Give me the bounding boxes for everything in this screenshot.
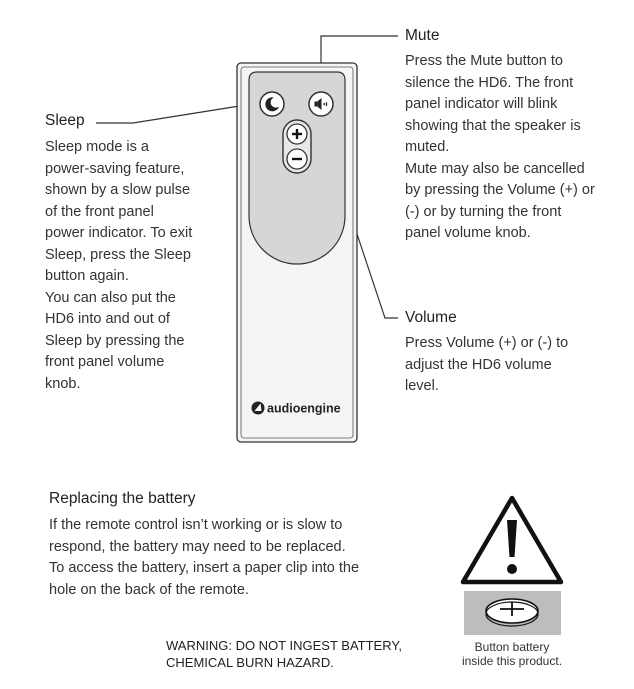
volume-description: Press Volume (+) or (-) to adjust the HD… xyxy=(405,335,569,394)
volume-heading: Volume xyxy=(405,309,457,326)
moon-icon xyxy=(265,97,279,112)
battery-caption: Button battery inside this product. xyxy=(461,640,563,668)
button-battery-icon xyxy=(464,591,561,635)
battery-warning-text: WARNING: DO NOT INGEST BATTERY, CHEMICAL… xyxy=(166,638,402,670)
volume-up-button[interactable] xyxy=(286,123,308,145)
remote-control xyxy=(236,62,358,443)
plus-icon xyxy=(292,129,302,139)
mute-description: Press the Mute button to silence the HD6… xyxy=(405,53,595,241)
battery-heading: Replacing the battery xyxy=(49,490,196,507)
mute-button[interactable] xyxy=(308,91,334,117)
battery-description: If the remote control isn’t working or i… xyxy=(49,517,360,598)
warning-triangle-icon xyxy=(460,495,564,585)
sleep-button[interactable] xyxy=(259,91,285,117)
volume-down-button[interactable] xyxy=(286,148,308,170)
sleep-heading: Sleep xyxy=(45,112,85,129)
sleep-description: Sleep mode is a power-saving feature, sh… xyxy=(45,139,193,392)
mute-heading: Mute xyxy=(405,27,440,44)
audioengine-logo: audioengine xyxy=(251,401,341,416)
audioengine-logo-text: audioengine xyxy=(267,402,341,416)
speaker-mute-icon xyxy=(314,98,328,110)
